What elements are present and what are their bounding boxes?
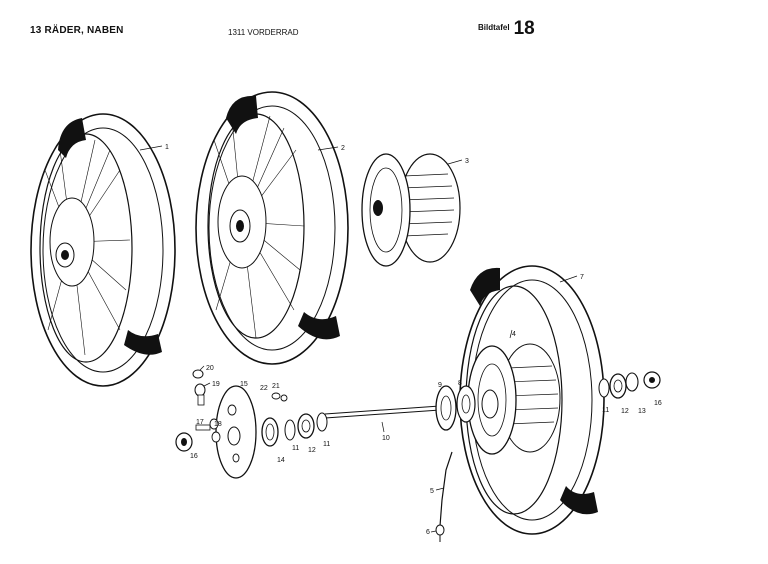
callout-18: 18: [214, 421, 222, 428]
callout-17: 17: [196, 419, 204, 426]
hub-3: 3: [361, 153, 469, 267]
speedo-cable-5: [435, 451, 453, 542]
callout-20: 20: [206, 365, 214, 372]
callout-12-b: 12: [621, 408, 629, 415]
callout-12-a: 12: [308, 447, 316, 454]
small-parts-left: [175, 369, 221, 452]
callout-4: 4: [512, 331, 516, 338]
plate-number: 18: [513, 18, 535, 39]
brake-plate-15: [215, 385, 257, 479]
small-parts-right: [598, 371, 661, 399]
callout-13: 13: [638, 408, 646, 415]
callout-6: 6: [426, 529, 430, 536]
wheel-2: 2: [195, 91, 349, 365]
plate-label: Bildtafel: [478, 23, 510, 32]
axle-10: [261, 392, 441, 447]
callout-1: 1: [165, 144, 169, 151]
callout-8: 8: [458, 380, 462, 387]
callout-15: 15: [240, 381, 248, 388]
section-title: 13 RÄDER, NABEN: [30, 25, 124, 36]
callout-3: 3: [465, 158, 469, 165]
callout-2: 2: [341, 145, 345, 152]
wheel-7: 7 4: [459, 265, 605, 535]
callout-14: 14: [277, 457, 285, 464]
drive-gear-9: [435, 385, 476, 431]
callout-11-a: 11: [292, 445, 299, 452]
callout-5: 5: [430, 488, 434, 495]
wheel-1: 1: [30, 113, 176, 387]
callout-19: 19: [212, 381, 220, 388]
callout-10: 10: [382, 435, 390, 442]
callout-16: 16: [190, 453, 198, 460]
callout-21: 21: [272, 383, 280, 390]
callout-9: 9: [438, 382, 442, 389]
callout-11-b: 11: [323, 441, 330, 448]
callout-7: 7: [580, 274, 584, 281]
callout-16-b: 16: [654, 400, 662, 407]
callout-22: 22: [260, 385, 268, 392]
callout-11-c: 11: [602, 407, 609, 414]
page-title: 1311 VORDERRAD: [228, 28, 299, 37]
